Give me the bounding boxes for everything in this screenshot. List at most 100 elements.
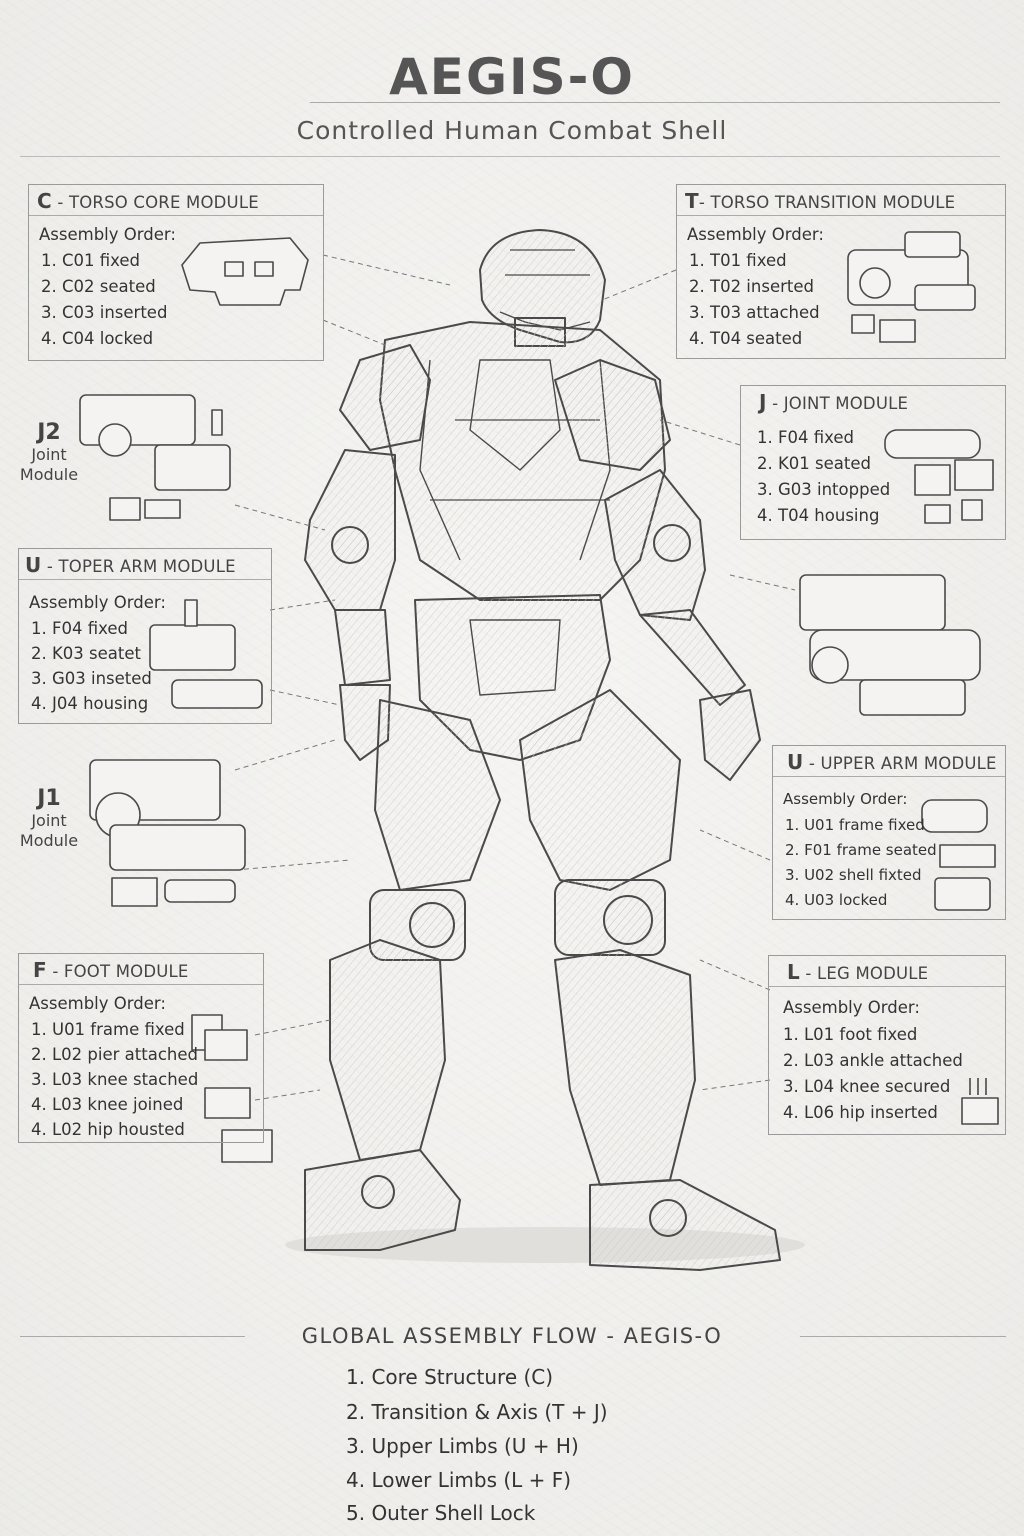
global-flow-title: GLOBAL ASSEMBLY FLOW - AEGIS-O xyxy=(301,1324,723,1348)
module-code: U xyxy=(787,750,804,774)
foot-module-box: F - FOOT MODULE Assembly Order: 1. U01 f… xyxy=(18,953,264,1143)
joint-j1-label: J1 Joint Module xyxy=(16,786,82,851)
title-underline xyxy=(773,776,1005,777)
assembly-step: 1. F04 fixed xyxy=(757,428,854,447)
assembly-step: 2. C02 seated xyxy=(41,277,156,296)
assembly-step: 3. T03 attached xyxy=(689,303,820,322)
module-name: - JOINT MODULE xyxy=(772,394,909,413)
left-thigh xyxy=(374,699,501,891)
module-name: - TOPER ARM MODULE xyxy=(46,557,236,576)
assembly-order-label: Assembly Order: xyxy=(783,790,908,808)
global-flow-step: 4. Lower Limbs (L + F) xyxy=(346,1468,572,1492)
title-underline xyxy=(19,984,263,985)
toper-arm-module-box: U - TOPER ARM MODULE Assembly Order: 1. … xyxy=(18,548,272,724)
joint-code: J2 xyxy=(37,420,61,445)
module-word: Module xyxy=(19,465,79,484)
page-title: AEGIS-O xyxy=(389,48,635,106)
module-title: F - FOOT MODULE xyxy=(33,958,189,982)
module-code: U xyxy=(25,553,42,577)
right-elbow xyxy=(653,524,691,562)
module-name: - TORSO CORE MODULE xyxy=(57,193,259,212)
assembly-step: 4. L02 hip housted xyxy=(31,1120,185,1139)
assembly-step: 4. L03 knee joined xyxy=(31,1095,184,1114)
module-title: U - UPPER ARM MODULE xyxy=(787,750,997,774)
module-title: T- TORSO TRANSITION MODULE xyxy=(685,189,955,213)
assembly-step: 4. U03 locked xyxy=(785,891,888,909)
global-flow-step: 1. Core Structure (C) xyxy=(346,1365,554,1389)
assembly-step: 4. T04 seated xyxy=(689,329,803,348)
assembly-step: 3. U02 shell fixted xyxy=(785,866,922,884)
global-flow-step: 2. Transition & Axis (T + J) xyxy=(346,1400,608,1424)
joint-j1-part-icon xyxy=(89,759,246,907)
right-shin xyxy=(554,949,696,1186)
assembly-step: 2. K03 seatet xyxy=(31,644,141,663)
right-hand xyxy=(699,689,761,781)
assembly-order-label: Assembly Order: xyxy=(29,994,166,1013)
joint-part-icon xyxy=(884,429,994,524)
title-underline xyxy=(29,215,323,216)
right-forearm xyxy=(639,609,746,706)
assembly-step: 1. F04 fixed xyxy=(31,619,128,638)
title-underline xyxy=(19,579,271,580)
module-code: L xyxy=(787,960,800,984)
module-title: L - LEG MODULE xyxy=(787,960,928,984)
right-shoulder xyxy=(554,359,671,471)
module-title: J - JOINT MODULE xyxy=(759,390,908,414)
assembly-order-label: Assembly Order: xyxy=(39,225,176,244)
joint-word: Joint xyxy=(31,445,67,464)
assembly-step: 4. C04 locked xyxy=(41,329,154,348)
assembly-step: 2. L02 pier attached xyxy=(31,1045,198,1064)
arm-joint-part-icon xyxy=(799,574,981,716)
joint-word: Joint xyxy=(31,811,67,830)
module-title: U - TOPER ARM MODULE xyxy=(25,553,236,577)
assembly-step: 4. T04 housing xyxy=(757,506,880,525)
upper-arm-module-box: U - UPPER ARM MODULE Assembly Order: 1. … xyxy=(772,745,1006,920)
module-code: F xyxy=(33,958,47,982)
leader-lines xyxy=(234,254,796,1101)
module-code: C xyxy=(37,189,52,213)
assembly-step: 3. G03 intopped xyxy=(757,480,891,499)
assembly-step: 4. J04 housing xyxy=(31,694,149,713)
module-title: C - TORSO CORE MODULE xyxy=(37,189,259,213)
global-flow-step: 5. Outer Shell Lock xyxy=(346,1501,536,1525)
left-shoulder xyxy=(339,344,431,451)
title-underline xyxy=(769,986,1005,987)
assembly-step: 2. F01 frame seated xyxy=(785,841,937,859)
title-divider xyxy=(310,102,1000,103)
torso-core-part-icon xyxy=(181,237,309,306)
assembly-order-label: Assembly Order: xyxy=(29,593,166,612)
torso-core-module-box: C - TORSO CORE MODULE Assembly Order: 1.… xyxy=(28,184,324,361)
assembly-step: 1. C01 fixed xyxy=(41,251,141,270)
page-subtitle: Controlled Human Combat Shell xyxy=(296,116,728,145)
global-flow-rule-right xyxy=(800,1336,1006,1337)
assembly-order-label: Assembly Order: xyxy=(783,998,920,1017)
leg-module-box: L - LEG MODULE Assembly Order: 1. L01 fo… xyxy=(768,955,1006,1135)
subtitle-divider xyxy=(20,156,1000,157)
assembly-step: 2. T02 inserted xyxy=(689,277,814,296)
joint-j2-label: J2 Joint Module xyxy=(18,420,80,485)
joint-code: J1 xyxy=(37,786,61,811)
module-word: Module xyxy=(19,831,79,850)
torso-transition-module-box: T- TORSO TRANSITION MODULE Assembly Orde… xyxy=(676,184,1006,359)
toper-arm-part-icon xyxy=(149,599,263,709)
joint-module-box: J - JOINT MODULE 1. F04 fixed 2. K01 sea… xyxy=(740,385,1006,540)
module-name: - TORSO TRANSITION MODULE xyxy=(698,193,956,212)
joint-j2-part-icon xyxy=(79,394,231,521)
module-name: - LEG MODULE xyxy=(805,964,929,983)
module-code: J xyxy=(759,390,767,414)
left-forearm xyxy=(334,609,391,686)
left-elbow xyxy=(331,526,369,564)
assembly-step: 1. T01 fixed xyxy=(689,251,787,270)
assembly-step: 1. U01 frame fixed xyxy=(31,1020,185,1039)
leg-part-icon xyxy=(961,1078,999,1125)
left-shin xyxy=(329,939,446,1161)
assembly-step: 4. L06 hip inserted xyxy=(783,1103,938,1122)
assembly-step: 3. G03 inseted xyxy=(31,669,152,688)
assembly-step: 3. C03 inserted xyxy=(41,303,168,322)
assembly-step: 3. L04 knee secured xyxy=(783,1077,951,1096)
upper-arm-part-icon xyxy=(921,799,996,911)
assembly-step: 2. L03 ankle attached xyxy=(783,1051,963,1070)
assembly-step: 3. L03 knee stached xyxy=(31,1070,199,1089)
global-flow-rule-left xyxy=(20,1336,245,1337)
